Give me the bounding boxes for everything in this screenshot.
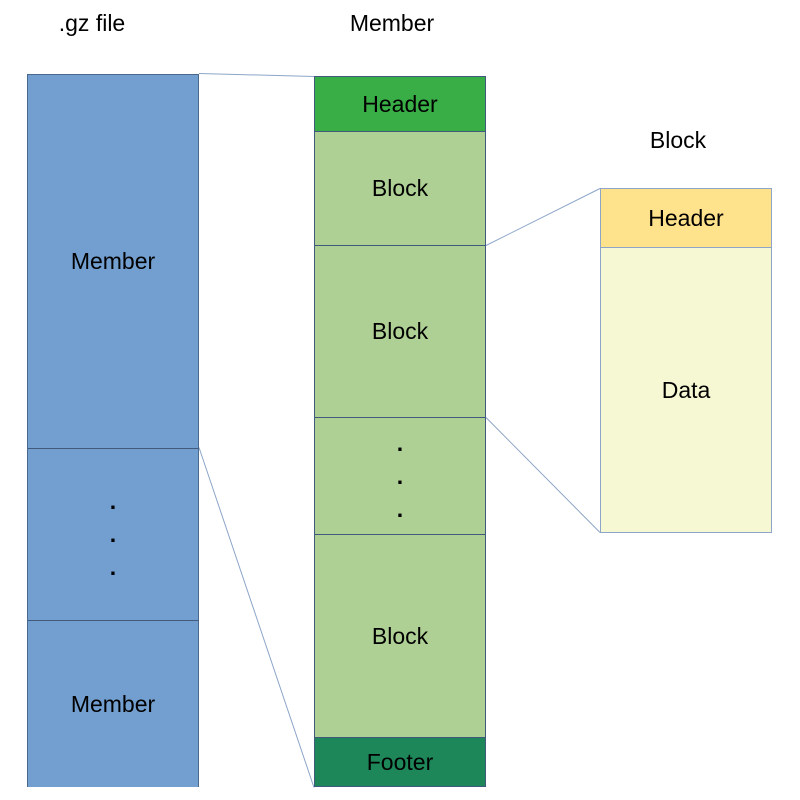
block-section: Block [315,131,485,245]
member-section: Member [28,620,198,787]
block-title: Block [649,127,707,153]
connector-line [485,417,601,533]
gzip-header-section: Header [315,77,485,131]
block-data-section: Data [601,247,771,532]
gz-file-title: .gz file [58,10,126,36]
connector-line [198,73,315,77]
gzip-footer-section: Footer [315,737,485,786]
connector-line [485,188,601,246]
vertical-ellipsis: . . . [315,417,485,534]
member-column: Header Block Block . . . Block Footer [314,76,486,787]
member-title: Member [349,10,435,36]
block-header-section: Header [601,189,771,247]
block-detail-column: Header Data [600,188,772,533]
gz-file-column: Member . . . Member [27,74,199,787]
member-section: Member [28,75,198,448]
block-section: Block [315,534,485,737]
connector-line [198,447,315,788]
block-section: Block [315,245,485,417]
vertical-ellipsis: . . . [28,448,198,620]
